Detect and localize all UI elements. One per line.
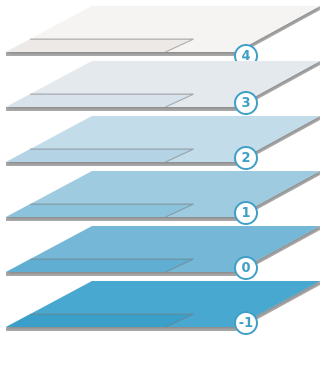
layer-badge: 2 — [235, 147, 257, 169]
layer-top: 4 — [6, 6, 320, 67]
badge-label: 1 — [241, 206, 250, 221]
layer-l1: 1 — [6, 171, 320, 224]
layer-l3: 3 — [6, 61, 320, 114]
layer-badge: 1 — [235, 202, 257, 224]
layer-front-region — [6, 259, 194, 272]
layer-badge: -1 — [235, 312, 257, 334]
layer-badge: 3 — [235, 92, 257, 114]
layer-l0: 0 — [6, 226, 320, 279]
badge-label: 2 — [241, 151, 250, 166]
layer-front-region — [6, 204, 194, 217]
layer-front-region — [6, 149, 194, 162]
badge-label: -1 — [239, 316, 253, 331]
badge-label: 0 — [241, 261, 250, 276]
layer-l2: 2 — [6, 116, 320, 169]
layer-front-region — [6, 39, 194, 52]
layer-badge: 0 — [235, 257, 257, 279]
layer-front-region — [6, 314, 194, 327]
badge-label: 3 — [241, 96, 250, 111]
layer-front-region — [6, 94, 194, 107]
layer-lm1: -1 — [6, 281, 320, 334]
